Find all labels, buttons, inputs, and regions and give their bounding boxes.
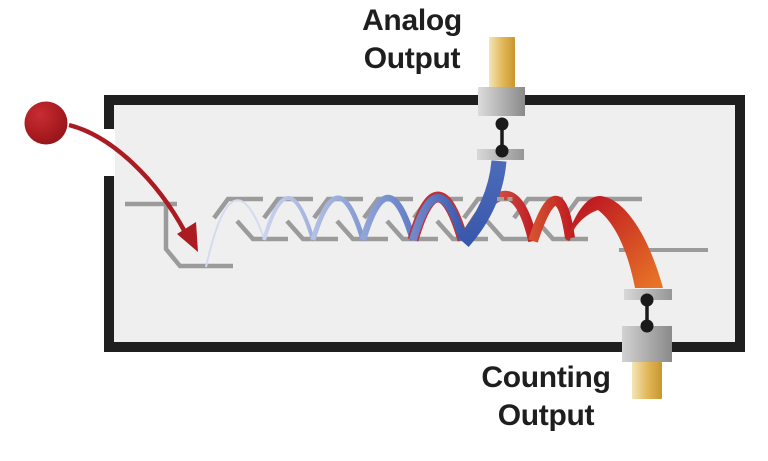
counting-contact-dot-lower <box>640 319 654 333</box>
cascade-arc-5 <box>409 194 467 242</box>
counting-output-line1: Counting <box>481 361 611 394</box>
cascade-arc-1 <box>205 199 265 268</box>
counting-signal-swoop <box>566 196 663 288</box>
analog-output-label: Analog Output <box>312 2 512 78</box>
analog-signal-ribbon <box>457 160 507 247</box>
cascade-arc-2 <box>262 196 315 241</box>
counting-pin <box>632 362 662 399</box>
entry-arrow-icon <box>68 122 198 252</box>
plate-dash-overlay <box>497 197 504 201</box>
entrance-aperture <box>101 129 115 176</box>
cascade-arc-4 <box>359 194 417 241</box>
counting-red-arc-2 <box>528 195 575 243</box>
analog-pin <box>489 37 515 88</box>
analog-output-line2: Output <box>363 42 461 75</box>
analog-contact-dot-lower <box>495 144 509 158</box>
counting-output-label: Counting Output <box>446 359 646 435</box>
counting-contact-dot-upper <box>640 293 654 307</box>
entry-arrow-head <box>177 222 198 252</box>
analog-contact-dot-upper <box>495 117 509 131</box>
electron-cascade <box>205 160 663 288</box>
analog-output-connector <box>477 37 525 160</box>
incident-particle-icon <box>24 101 68 145</box>
plate-dash-overlay <box>507 197 513 201</box>
cascade-arc-3 <box>310 195 366 241</box>
counting-output-connector <box>622 289 672 399</box>
counting-output-line2: Output <box>497 399 595 432</box>
analog-flange <box>478 87 525 116</box>
analog-output-line1: Analog <box>362 4 462 37</box>
lower-dynode-row <box>235 219 588 242</box>
entry-arrow-shaft <box>68 122 187 234</box>
